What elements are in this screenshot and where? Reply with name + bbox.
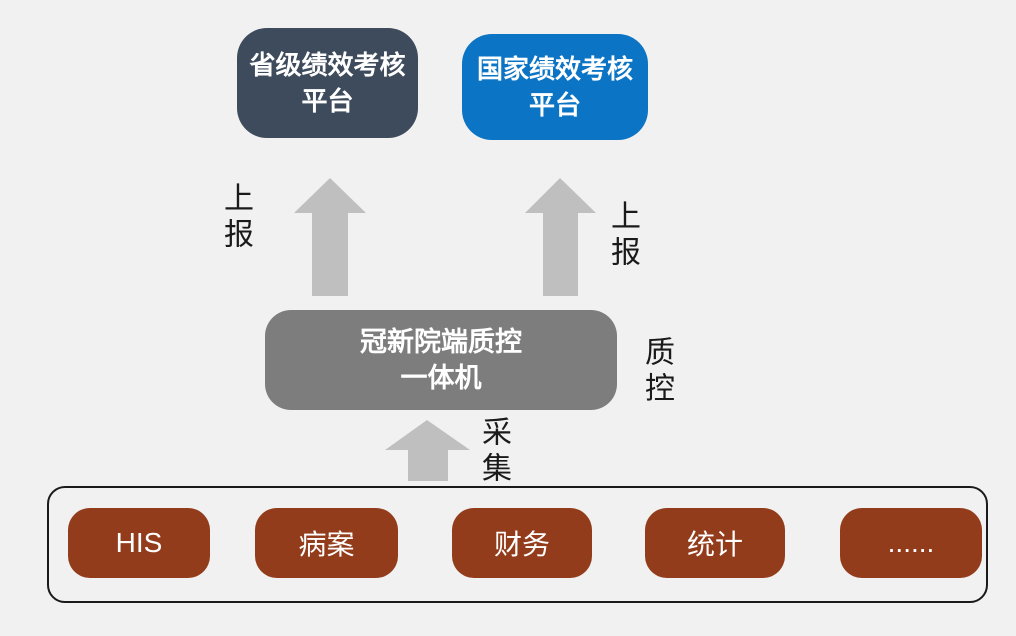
source-box-medical-records: 病案 [255, 508, 398, 578]
quality-control-label: 质控 [640, 336, 673, 408]
source-label-more: ...... [887, 527, 935, 558]
source-label-his: HIS [115, 527, 163, 558]
collect-label: 采集 [477, 416, 510, 488]
report-right-label: 上报 [606, 200, 639, 272]
qc-appliance-label-line2: 一体机 [400, 363, 482, 393]
report-arrow-right-icon [525, 178, 596, 296]
data-sources-container: HIS 病案 财务 统计 ...... [47, 486, 988, 603]
source-box-his: HIS [68, 508, 210, 578]
source-box-more: ...... [840, 508, 982, 578]
source-label-medical-records: 病案 [298, 529, 355, 560]
report-left-label: 上报 [219, 182, 252, 254]
provincial-platform-label-line2: 平台 [301, 86, 354, 116]
report-arrow-left-icon [294, 178, 366, 296]
source-box-finance: 财务 [452, 508, 592, 578]
qc-appliance-box: 冠新院端质控 一体机 [265, 310, 617, 410]
national-platform-label-line2: 平台 [528, 90, 581, 120]
national-platform-label-line1: 国家绩效考核 [476, 54, 633, 84]
source-box-statistics: 统计 [645, 508, 785, 578]
qc-appliance-label-line1: 冠新院端质控 [360, 327, 522, 357]
source-label-statistics: 统计 [686, 529, 743, 560]
source-label-finance: 财务 [493, 529, 550, 560]
provincial-platform-box: 省级绩效考核 平台 [237, 28, 418, 138]
collect-arrow-icon [385, 420, 470, 481]
provincial-platform-label-line1: 省级绩效考核 [249, 50, 406, 80]
national-platform-box: 国家绩效考核 平台 [462, 34, 648, 140]
